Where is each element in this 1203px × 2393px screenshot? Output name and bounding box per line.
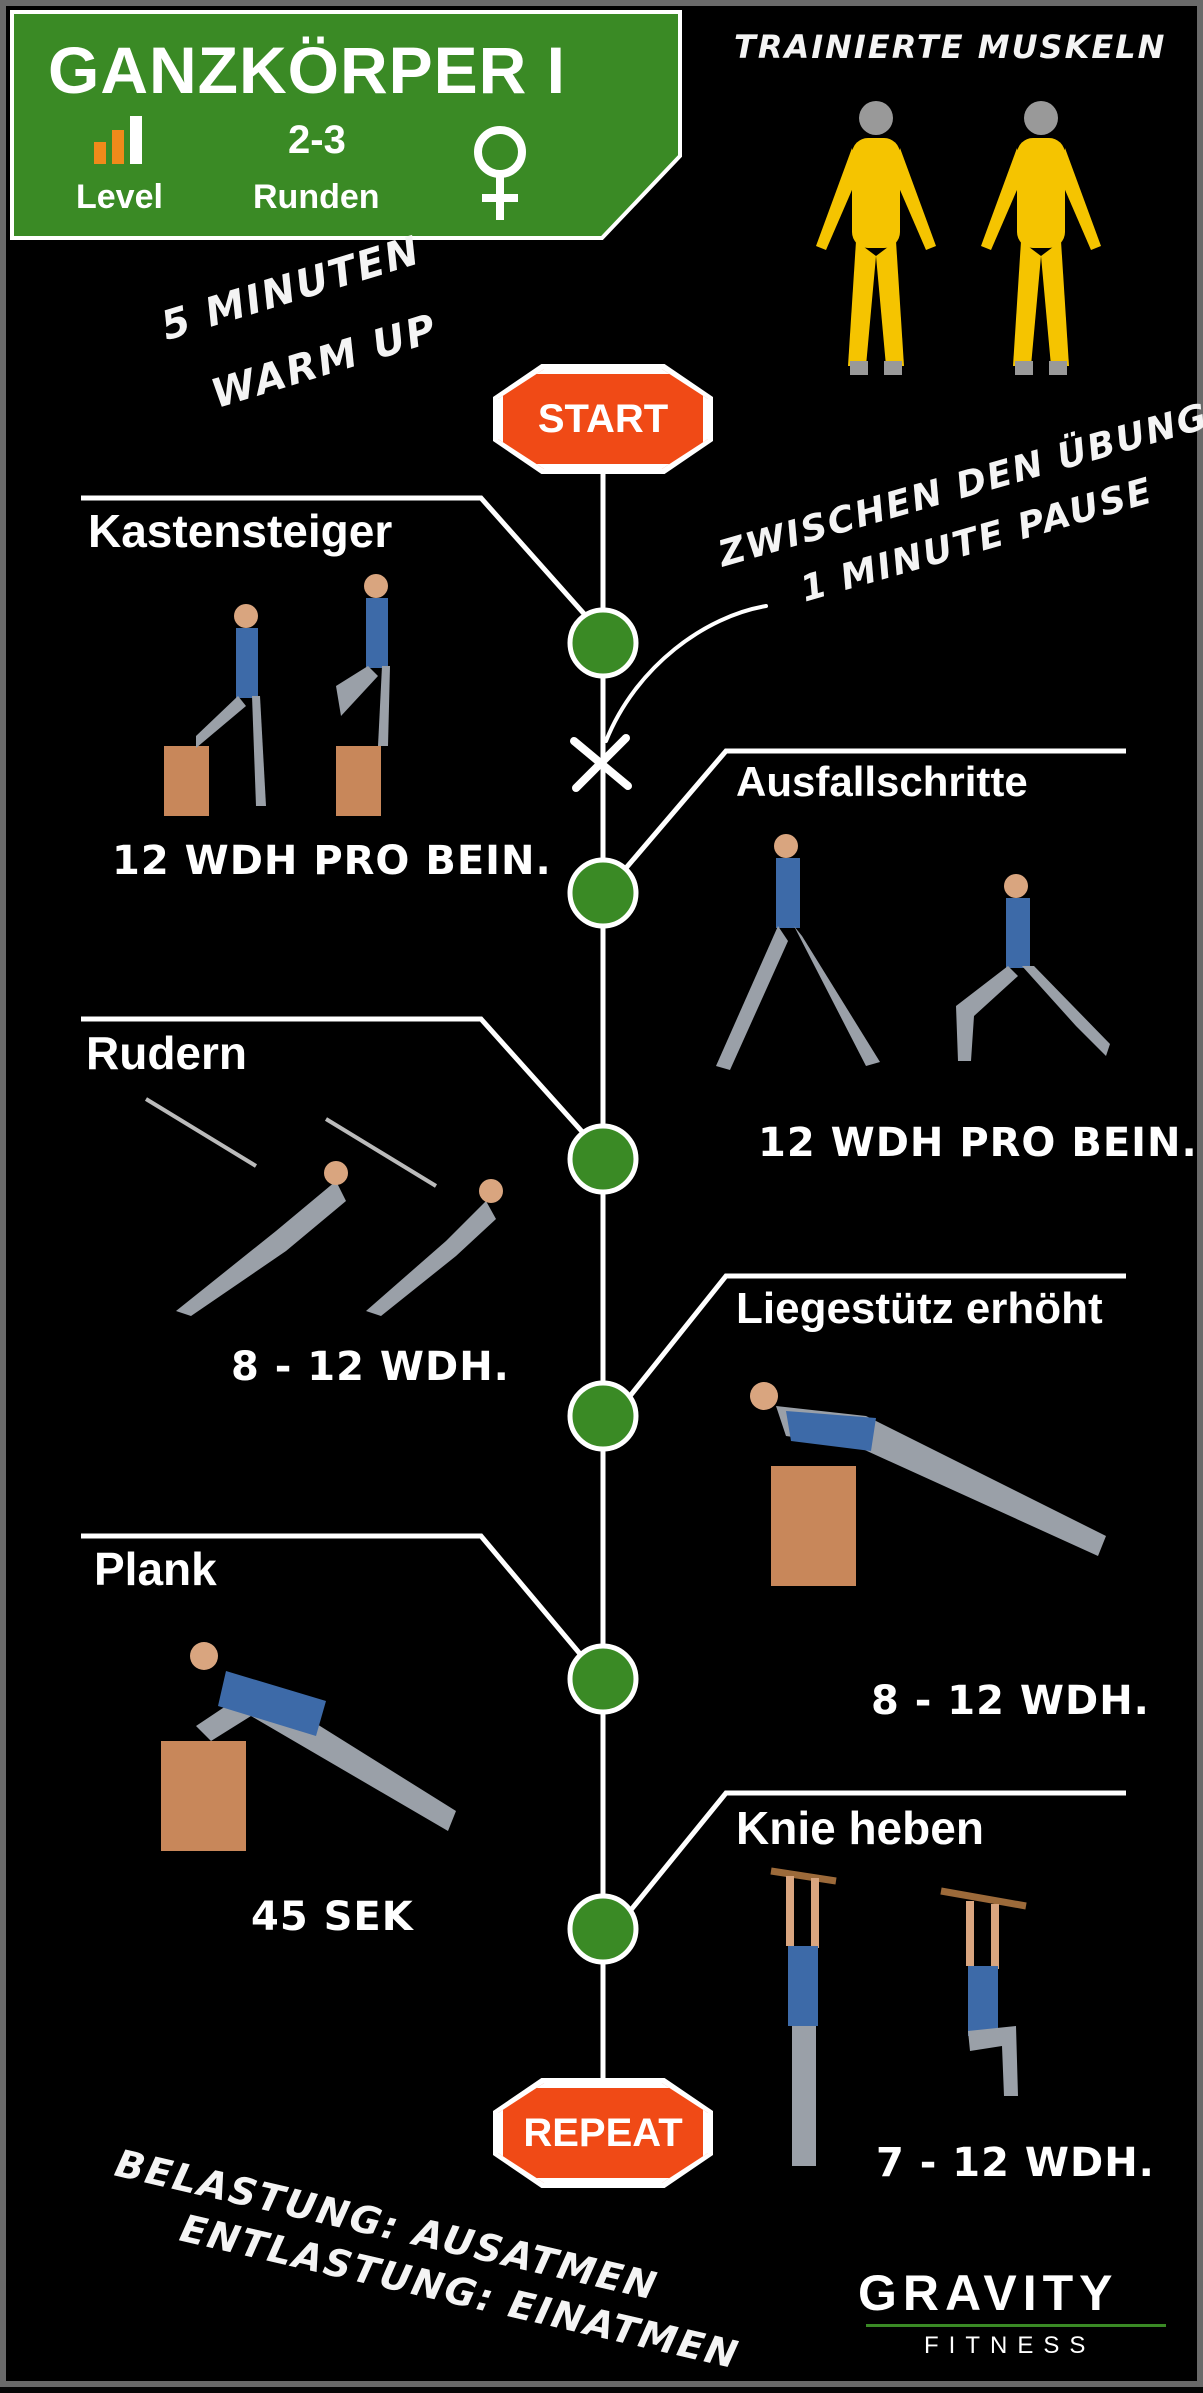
exercise-reps: 12 WDH PRO BEIN. (758, 1120, 1198, 1166)
start-sign: START (498, 369, 708, 469)
pushup-figure-icon (750, 1382, 1106, 1586)
step-node (567, 1380, 639, 1452)
step-node (567, 857, 639, 929)
lunge-figure-icon (716, 834, 1110, 1070)
signal-bars-icon (94, 114, 154, 171)
rounds-label: Runden (253, 178, 380, 216)
step-node (567, 607, 639, 679)
exercise-name: Kastensteiger (88, 505, 393, 557)
exercise-reps: 8 - 12 WDH. (871, 1678, 1150, 1724)
level-label: Level (76, 178, 163, 216)
female-icon (468, 124, 532, 229)
exercise-name: Rudern (86, 1027, 247, 1079)
muscle-figures (816, 101, 1101, 375)
exercise-reps: 8 - 12 WDH. (231, 1344, 510, 1390)
muscles-title: TRAINIERTE MUSKELN (734, 28, 1167, 66)
exercise-reps: 12 WDH PRO BEIN. (112, 838, 552, 884)
exercise-name: Plank (94, 1543, 217, 1595)
exercise-name: Knie heben (736, 1802, 984, 1854)
brand-underline (866, 2324, 1166, 2327)
exercise-reps: 7 - 12 WDH. (876, 2140, 1155, 2186)
header-banner (10, 10, 682, 240)
muscle-figure-front-icon (816, 101, 936, 375)
repeat-sign: REPEAT (498, 2083, 708, 2183)
row-figure-icon (144, 1097, 503, 1316)
step-node (567, 1123, 639, 1195)
brand-logo: GRAVITY (858, 2265, 1119, 2321)
knee-raise-figure-icon (770, 1867, 1027, 2166)
step-node (567, 1643, 639, 1715)
timeline-lines (81, 416, 1126, 2086)
step-node (567, 1893, 639, 1965)
muscle-figure-back-icon (981, 101, 1101, 375)
exercise-name: Ausfallschritte (736, 758, 1028, 805)
rounds-value: 2-3 (288, 118, 346, 162)
page-title: GANZKÖRPER I (48, 33, 567, 107)
cross-mark-icon (570, 734, 632, 792)
exercise-reps: 45 SEK (251, 1894, 414, 1940)
exercise-name: Liegestütz erhöht (736, 1284, 1103, 1333)
brand-subtitle: FITNESS (924, 2332, 1096, 2359)
plank-figure-icon (161, 1642, 456, 1851)
timeline-nodes (567, 607, 639, 1965)
step-up-figure-icon (164, 574, 390, 816)
